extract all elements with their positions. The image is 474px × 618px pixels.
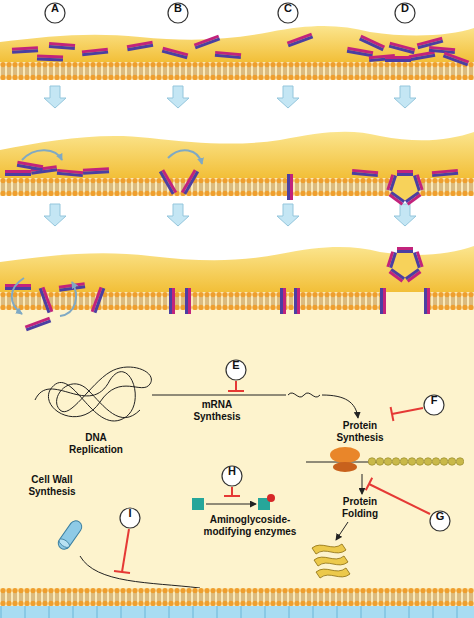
process-label: Aminoglycoside-modifying enzymes	[195, 514, 305, 538]
callout-letter: F	[423, 394, 445, 406]
letter-circle: E	[225, 359, 247, 381]
callout-letter: G	[429, 510, 451, 522]
lipid-bilayer	[0, 588, 474, 606]
circle-shape	[395, 3, 415, 23]
letter-circle: D	[394, 2, 416, 24]
ribosome	[330, 447, 360, 472]
callout-letter: I	[119, 507, 141, 519]
circle-shape	[120, 508, 140, 528]
motion-arrows	[12, 278, 76, 316]
peptides	[5, 247, 430, 331]
callout-letter: D	[394, 2, 416, 14]
peptide-chain	[368, 457, 464, 466]
letter-circle: G	[429, 510, 451, 532]
circle-shape	[45, 3, 65, 23]
callout-letter: E	[225, 359, 247, 371]
cell-wall	[0, 606, 474, 618]
outer-surface	[0, 246, 474, 292]
process-label: Protein Synthesis	[330, 420, 390, 444]
process-arrows	[80, 393, 384, 588]
cell-wall-unit	[56, 518, 84, 551]
modification-group	[267, 494, 275, 502]
circle-shape	[424, 395, 444, 415]
circle-shape	[222, 466, 242, 486]
letter-circle: F	[423, 394, 445, 416]
peptides	[5, 161, 458, 206]
process-label: Protein Folding	[332, 496, 388, 520]
circle-shape	[168, 3, 188, 23]
callout-letter: B	[167, 2, 189, 14]
drug-molecule	[192, 498, 204, 510]
peptides	[12, 33, 469, 67]
callout-letter: C	[277, 2, 299, 14]
letter-circle: C	[277, 2, 299, 24]
circle-shape	[430, 511, 450, 531]
letter-circle: B	[167, 2, 189, 24]
callout-letter: H	[221, 465, 243, 477]
letter-circle: A	[44, 2, 66, 24]
motion-arrows	[22, 150, 202, 164]
process-label: Cell Wall Synthesis	[24, 474, 80, 498]
folded-protein	[312, 544, 350, 578]
lipid-bilayer	[0, 292, 474, 310]
circle-shape	[226, 360, 246, 380]
letter-circle: I	[119, 507, 141, 529]
dna-strand	[35, 367, 151, 421]
process-label: DNA Replication	[65, 432, 127, 456]
letter-circle: H	[221, 465, 243, 487]
callout-letter: A	[44, 2, 66, 14]
lipid-bilayer	[0, 62, 474, 80]
inhibition-marks	[114, 381, 430, 573]
circle-shape	[278, 3, 298, 23]
cytoplasm	[0, 292, 474, 588]
process-label: mRNA Synthesis	[187, 399, 247, 423]
outer-surface	[0, 26, 474, 62]
